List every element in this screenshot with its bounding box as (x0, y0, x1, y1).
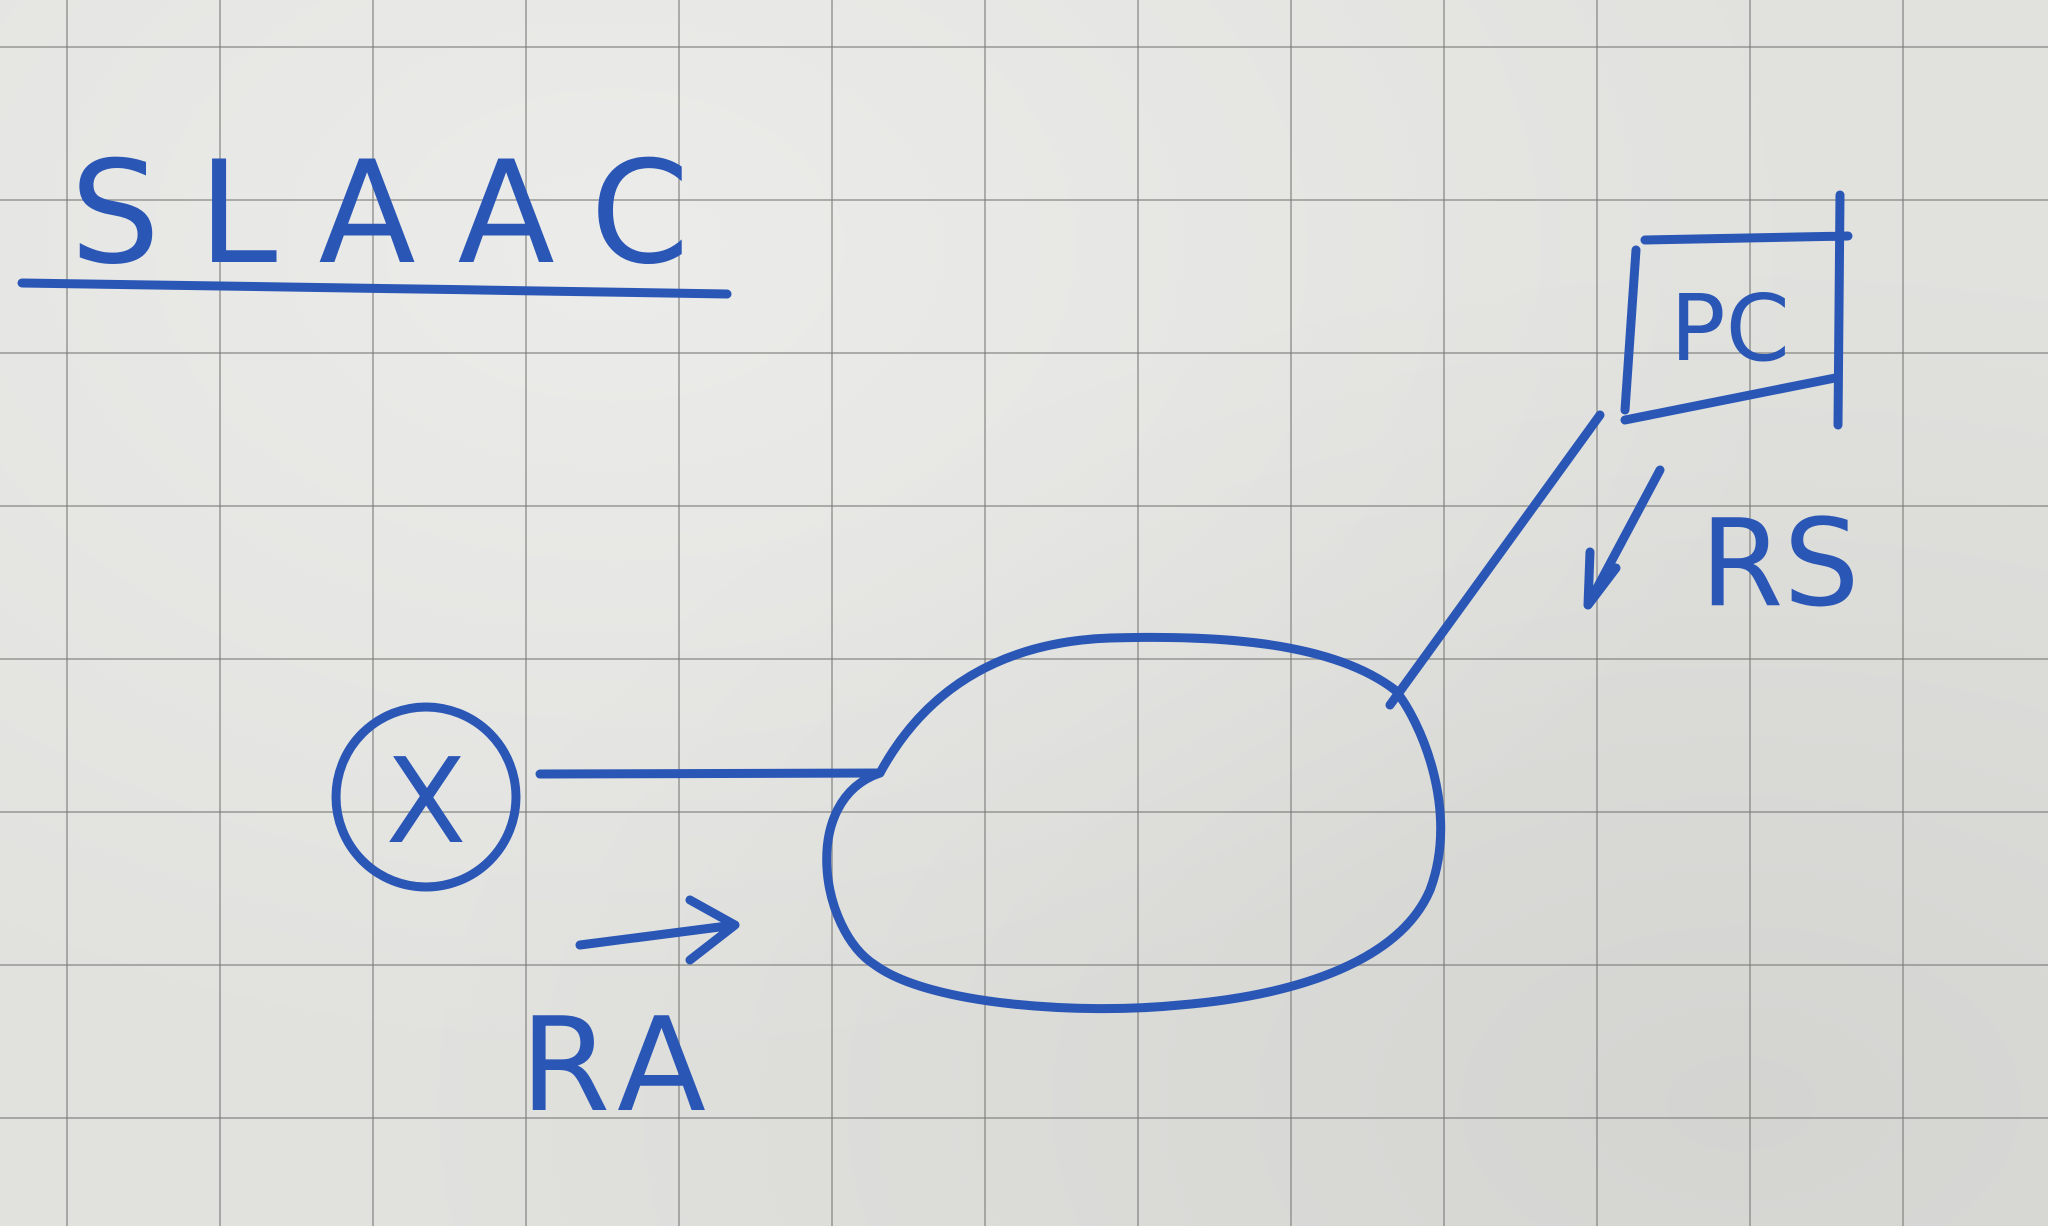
ra-label: RA (520, 989, 718, 1141)
ra-arrow-icon (575, 895, 740, 965)
diagram-title: SLAAC (70, 131, 727, 296)
router-link (535, 768, 885, 779)
rs-arrow-icon (1583, 465, 1665, 610)
network-cloud (822, 632, 1446, 1014)
rs-label: RS (1700, 495, 1860, 634)
pc-label: PC (1670, 275, 1790, 382)
title-underline (17, 278, 732, 299)
pc-box (1620, 190, 1853, 430)
router-symbol: X (386, 732, 467, 870)
pc-link (1385, 410, 1605, 710)
router-icon (331, 702, 521, 892)
